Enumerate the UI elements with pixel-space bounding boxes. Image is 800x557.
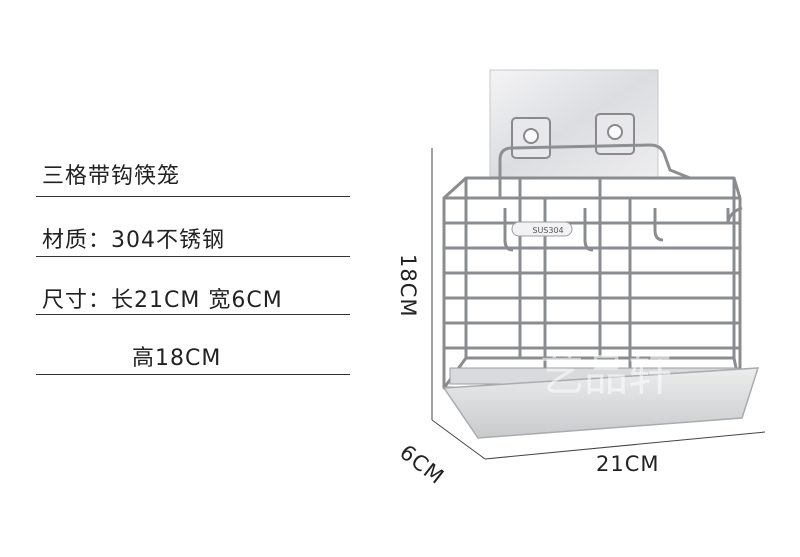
dimension-lines [431,148,766,460]
height-dimension-label: 18CM [396,254,420,318]
height-spec: 高18CM [132,346,222,371]
divider [36,314,350,315]
divider [36,256,350,257]
drip-tray [442,367,760,439]
material-spec: 材质：304不锈钢 [42,228,225,253]
divider [36,374,350,375]
divider [36,196,350,197]
sus304-tag: SUS304 [511,221,573,237]
width-dimension-label: 21CM [596,452,660,476]
watermark: 艺品轩 [540,350,672,401]
hanging-handle [498,143,691,198]
sus304-stamp: SUS304 [532,226,563,235]
size-spec: 尺寸：长21CM 宽6CM [42,288,283,313]
product-name: 三格带钩筷笼 [42,164,181,189]
